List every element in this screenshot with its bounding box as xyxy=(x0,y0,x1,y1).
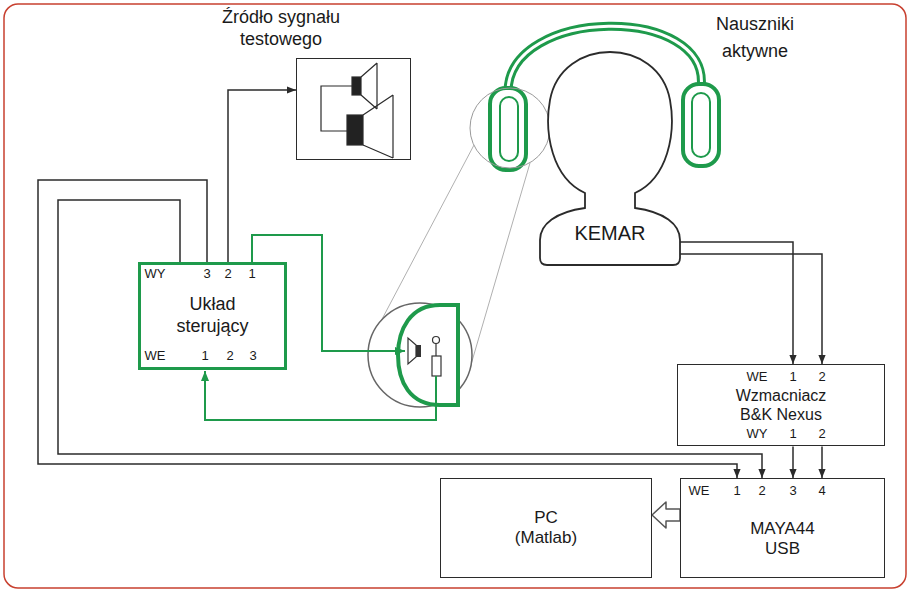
product-label: Nauszniki aktywne xyxy=(705,11,805,65)
pin-number: 2 xyxy=(818,370,825,384)
signal-line xyxy=(680,254,822,364)
signal-line xyxy=(821,446,823,478)
pin-group-name: WY xyxy=(747,427,768,441)
node-label: Wzmacniacz B&K Nexus xyxy=(719,386,844,424)
pin-number: 2 xyxy=(758,484,765,498)
speaker-symbol xyxy=(297,59,412,161)
pin-number: 2 xyxy=(224,267,231,281)
node-label: MAYA44 USB xyxy=(738,519,828,560)
signal-line xyxy=(228,90,296,262)
node-label: KEMAR xyxy=(574,221,645,245)
pin-number: 1 xyxy=(789,370,796,384)
signal-line xyxy=(680,242,793,364)
signal-line xyxy=(792,446,794,478)
pin-number: 1 xyxy=(201,349,208,363)
node-label: PC (Matlab) xyxy=(506,508,586,549)
pin-group-name: WE xyxy=(747,370,768,384)
pc-box: PC (Matlab) xyxy=(440,478,652,578)
pin-group-name: WE xyxy=(145,349,166,363)
node-heading: Źródło sygnału testowego xyxy=(216,7,346,50)
kemar-manikin: KEMAR xyxy=(540,28,680,265)
pin-number: 3 xyxy=(249,349,256,363)
pin-group-name: WY xyxy=(145,267,166,281)
speaker-box: Źródło sygnału testowego xyxy=(296,58,411,160)
signal-line xyxy=(38,180,737,478)
amplifier-box: Wzmacniacz B&K Nexus xyxy=(677,364,885,446)
frame xyxy=(4,4,906,588)
pin-number: 2 xyxy=(818,427,825,441)
microphone-wire xyxy=(205,371,436,420)
pin-number: 4 xyxy=(818,484,825,498)
microphone-symbol xyxy=(433,337,440,344)
pin-number: 2 xyxy=(226,349,233,363)
pin-number: 1 xyxy=(733,484,740,498)
node-label: Układ sterujący xyxy=(157,294,269,337)
pin-number: 1 xyxy=(789,427,796,441)
speaker-symbol xyxy=(416,345,421,357)
pin-number: 1 xyxy=(248,267,255,281)
pin-number: 3 xyxy=(789,484,796,498)
pin-group-name: WE xyxy=(689,484,710,498)
pin-number: 3 xyxy=(203,267,210,281)
audio-interface-box: MAYA44 USB xyxy=(680,478,885,578)
usb-arrow xyxy=(652,502,680,528)
